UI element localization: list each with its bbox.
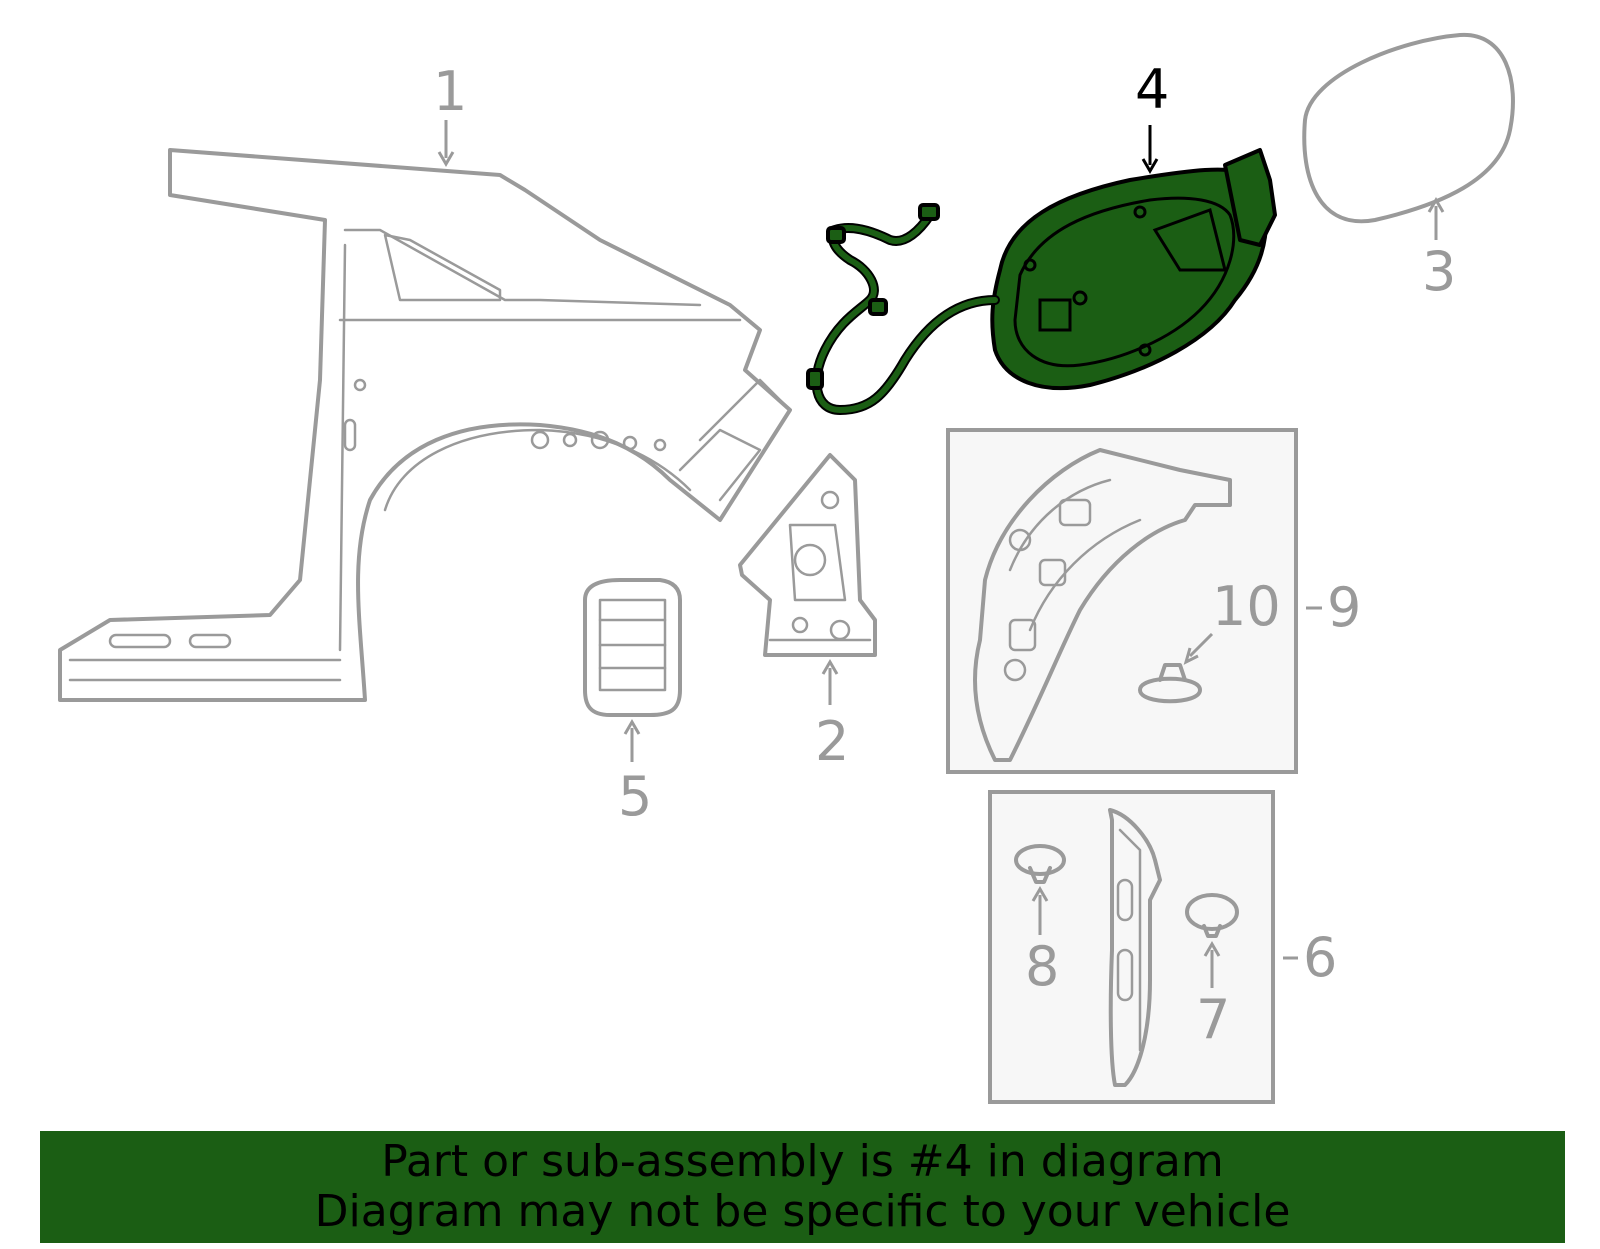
info-banner: Part or sub-assembly is #4 in diagram Di… bbox=[40, 1131, 1565, 1243]
callout-7: 7 bbox=[1196, 988, 1230, 1051]
leader-8-arrow bbox=[1031, 886, 1049, 902]
leader-5-arrow bbox=[623, 719, 641, 735]
leader-10-arrow bbox=[1183, 647, 1199, 665]
part-7-plug bbox=[1185, 893, 1239, 938]
callout-10: 10 bbox=[1212, 575, 1281, 638]
leader-2-arrow bbox=[821, 659, 839, 675]
part-4-charge-port-housing bbox=[806, 148, 1277, 416]
group-box-6 bbox=[988, 790, 1275, 1104]
callout-4: 4 bbox=[1135, 58, 1169, 121]
leader-3-arrow bbox=[1427, 197, 1445, 213]
part-8-clip bbox=[1014, 844, 1066, 884]
banner-line-1: Part or sub-assembly is #4 in diagram bbox=[381, 1136, 1224, 1187]
leader-4-arrow bbox=[1141, 158, 1159, 174]
callout-2: 2 bbox=[815, 710, 849, 773]
part-10-clip bbox=[1138, 663, 1202, 704]
leader-7-arrow bbox=[1203, 941, 1221, 957]
leader-10 bbox=[1188, 632, 1214, 658]
leader-1-arrow bbox=[437, 151, 455, 167]
part-3-cover bbox=[1302, 32, 1515, 224]
group-box-9 bbox=[946, 428, 1298, 774]
callout-9: 9 bbox=[1327, 576, 1361, 639]
callout-6: 6 bbox=[1303, 926, 1337, 989]
part-1-quarter-panel bbox=[58, 148, 792, 702]
callout-3: 3 bbox=[1422, 240, 1456, 303]
callout-8: 8 bbox=[1025, 935, 1059, 998]
part-2-bracket bbox=[738, 453, 877, 657]
part-6-trim-panel bbox=[1108, 808, 1162, 1087]
banner-line-2: Diagram may not be specific to your vehi… bbox=[314, 1186, 1291, 1237]
part-9-wheelhouse-liner bbox=[973, 448, 1232, 762]
part-5-vent bbox=[583, 578, 682, 717]
callout-1: 1 bbox=[433, 60, 467, 123]
callout-5: 5 bbox=[618, 765, 652, 828]
